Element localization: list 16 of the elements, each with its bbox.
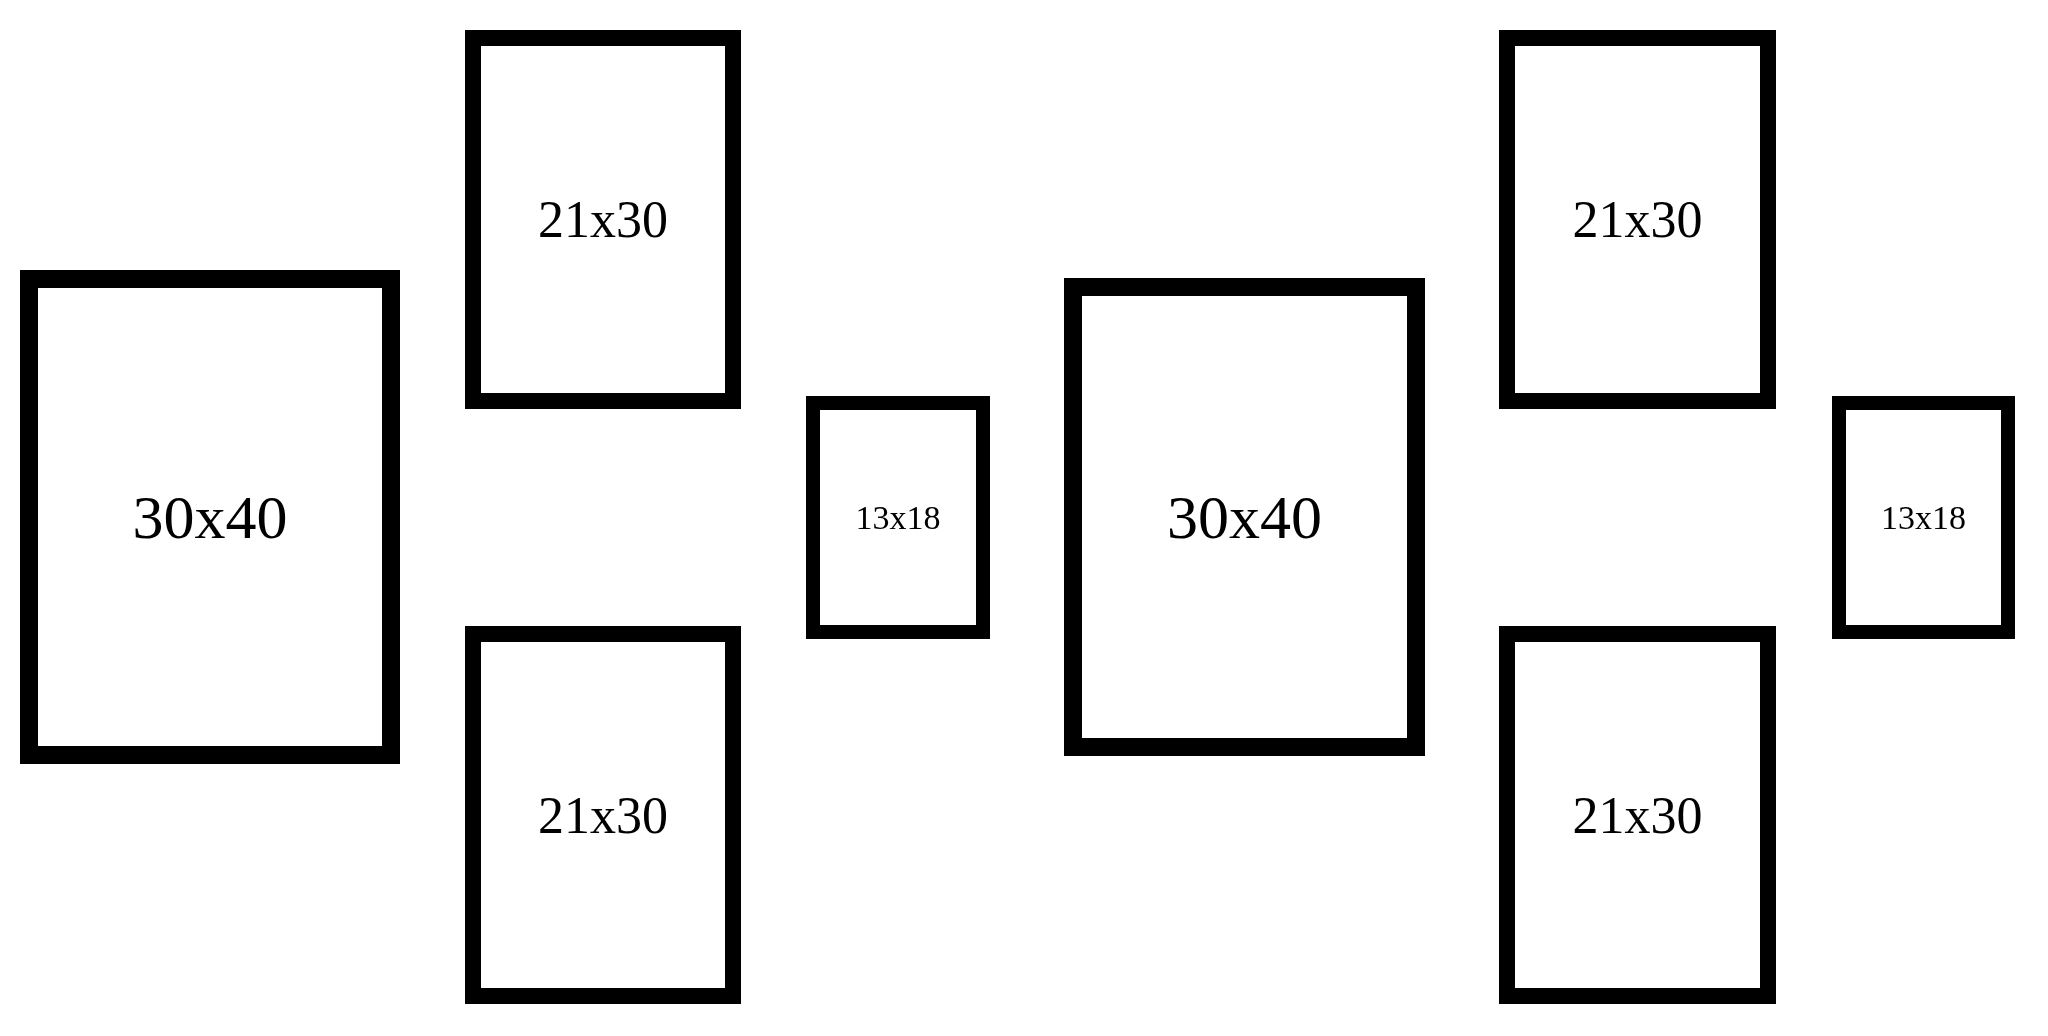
frame-size-label: 13x18 xyxy=(1881,498,1966,537)
frame-size-label: 21x30 xyxy=(538,190,668,249)
photo-frame xyxy=(1499,626,1776,1004)
frame-size-label: 21x30 xyxy=(1572,785,1703,845)
photo-frame xyxy=(1832,396,2015,639)
photo-frame xyxy=(20,270,400,764)
photo-frame xyxy=(806,396,990,639)
frame-size-label: 30x40 xyxy=(132,481,288,553)
photo-frame xyxy=(465,30,741,409)
frame-size-label: 21x30 xyxy=(1572,190,1703,249)
frame-size-label: 21x30 xyxy=(538,785,668,845)
photo-frame xyxy=(465,626,741,1004)
photo-frame xyxy=(1064,278,1425,756)
photo-frame xyxy=(1499,30,1776,409)
frame-size-label: 30x40 xyxy=(1167,481,1322,553)
frame-size-label: 13x18 xyxy=(855,498,941,537)
